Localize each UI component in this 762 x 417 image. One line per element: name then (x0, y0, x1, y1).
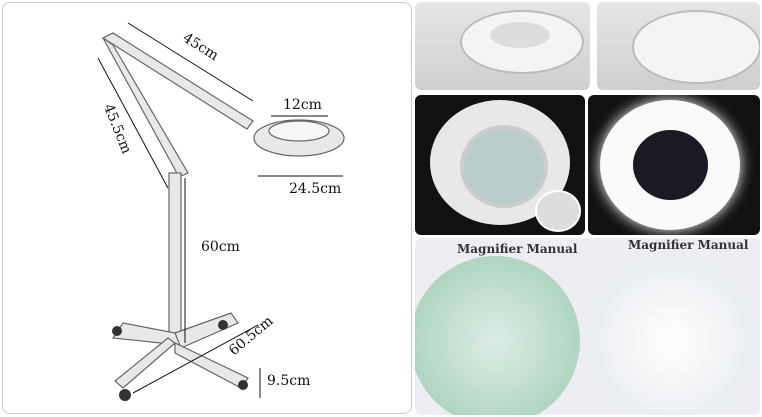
green-lens (415, 256, 580, 415)
photo-led-ring-off (415, 95, 585, 235)
dimension-diagram-panel: 45cm 45.5cm 12cm 24.5cm 60cm 60.5cm 9.5c… (2, 2, 412, 414)
photo-lamp-head-top (415, 2, 590, 90)
dimension-lens: 12cm (283, 97, 322, 113)
dimension-base-height: 9.5cm (267, 373, 311, 389)
photo-magnifier-manual: Magnifier Manual Magnifier Manual (415, 238, 760, 415)
dimension-head: 24.5cm (289, 181, 342, 197)
manual-title-left: Magnifier Manual (457, 242, 578, 256)
lamp-diagram (97, 22, 345, 401)
clear-lens (587, 256, 757, 415)
dimension-pole: 60cm (201, 239, 240, 255)
photo-lamp-head-side (597, 2, 760, 90)
manual-title-right: Magnifier Manual (628, 238, 749, 252)
photo-led-ring-on (588, 95, 760, 235)
